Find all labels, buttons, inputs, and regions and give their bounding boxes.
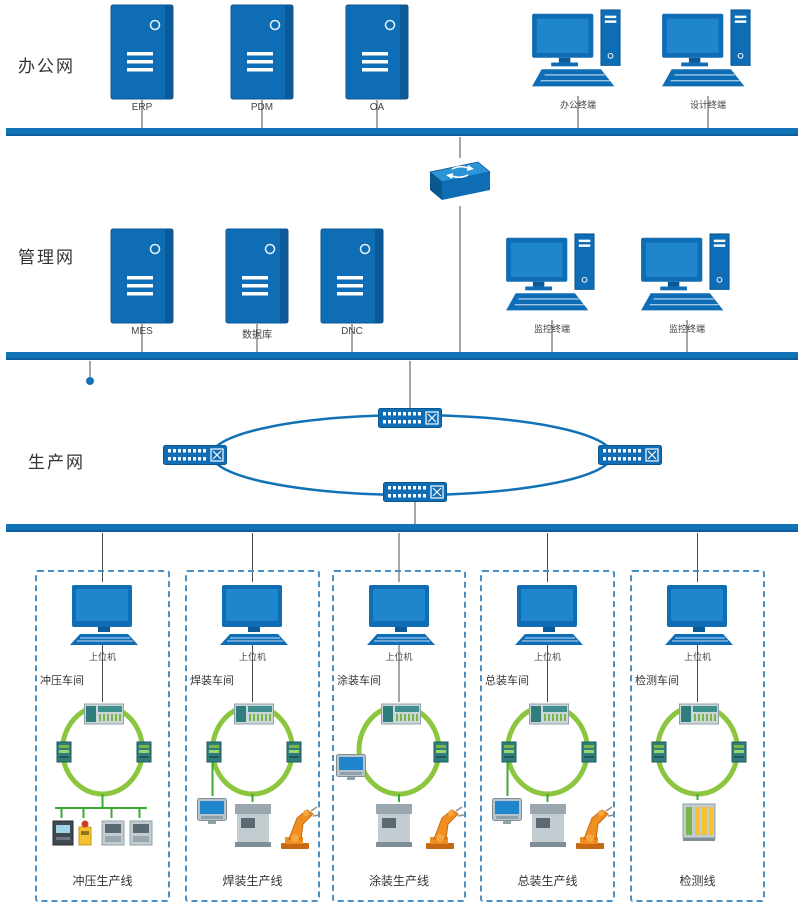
plc-icon: [679, 702, 719, 726]
assembly-machine-icon: [528, 802, 568, 848]
inspection-device-icon: [681, 802, 717, 842]
production-network-bus: [6, 524, 798, 532]
host-computer-icon: [513, 584, 585, 646]
server-dnc: DNC: [320, 228, 384, 337]
host-computer-icon: [218, 584, 290, 646]
profinet-node-icon: [206, 741, 222, 763]
workshop-name: 焊装车间: [190, 675, 234, 687]
desktop-computer-icon: [504, 232, 600, 320]
ring-switch-right-icon: [598, 445, 662, 465]
profinet-node-icon: [581, 741, 597, 763]
plc-icon: [234, 702, 274, 726]
core-switch-icon: [428, 156, 492, 206]
host-computer-label: 上位机: [238, 652, 266, 662]
workshop-box-inspection: 上位机 检测车间 检测线: [630, 570, 765, 902]
terminal-label: 监控终端: [668, 324, 705, 334]
robot-arm-icon: [273, 800, 319, 850]
workshop-box-welding: 上位机 焊装车间 焊装生产线: [185, 570, 320, 902]
section-label-management: 管理网: [18, 248, 75, 267]
press-cabinet-icon: [129, 820, 153, 846]
host-computer-label: 上位机: [683, 652, 711, 662]
terminal-label: 监控终端: [533, 324, 570, 334]
robot-arm-icon: [568, 800, 614, 850]
workshop-name: 检测车间: [635, 675, 679, 687]
production-line-label: 焊装生产线: [222, 874, 283, 888]
profinet-node-icon: [136, 741, 152, 763]
workshop-box-stamping: 上位机 冲压车间 冲压生产线: [35, 570, 170, 902]
server-label: PDM: [250, 102, 274, 113]
hmi-panel-icon: [336, 754, 366, 780]
server-mes: MES: [110, 228, 174, 337]
production-line-label: 总装生产线: [517, 874, 578, 888]
monitoring-terminal-1: 监控终端: [504, 232, 600, 335]
server-label: MES: [131, 326, 153, 337]
profinet-node-icon: [56, 741, 72, 763]
plc-icon: [84, 702, 124, 726]
server-tower-icon: [110, 4, 174, 100]
management-network-bus: [6, 352, 798, 360]
desktop-computer-icon: [639, 232, 735, 320]
server-label: OA: [369, 102, 385, 113]
hmi-panel-icon: [492, 798, 522, 824]
robot-arm-icon: [418, 800, 464, 850]
server-tower-icon: [230, 4, 294, 100]
profinet-node-icon: [501, 741, 517, 763]
production-line-label: 检测线: [679, 874, 716, 888]
monitoring-terminal-2: 监控终端: [639, 232, 735, 335]
ring-switch-top-icon: [378, 408, 442, 428]
press-cabinet-icon: [101, 820, 125, 846]
desktop-computer-icon: [660, 8, 756, 96]
server-tower-icon: [110, 228, 174, 324]
ring-switch-bottom-icon: [383, 482, 447, 502]
production-line-label: 涂装生产线: [368, 874, 429, 888]
plc-icon: [529, 702, 569, 726]
desktop-computer-icon: [530, 8, 626, 96]
section-label-office: 办公网: [18, 57, 75, 76]
server-label: DNC: [341, 326, 363, 337]
workshop-box-assembly: 上位机 总装车间 总装生产线: [480, 570, 615, 902]
server-label: ERP: [131, 102, 153, 113]
server-oa: OA: [345, 4, 409, 113]
section-label-production: 生产网: [28, 453, 85, 472]
design-terminal: 设计终端: [660, 8, 756, 111]
host-computer-icon: [365, 584, 437, 646]
server-database: 数据库: [225, 228, 289, 341]
plc-icon: [381, 702, 421, 726]
workshop-name: 总装车间: [485, 675, 529, 687]
server-erp: ERP: [110, 4, 174, 113]
profinet-node-icon: [651, 741, 667, 763]
host-computer-label: 上位机: [533, 652, 561, 662]
welding-machine-icon: [233, 802, 273, 848]
office-network-bus: [6, 128, 798, 136]
host-computer-icon: [68, 584, 140, 646]
office-terminal: 办公终端: [530, 8, 626, 111]
server-tower-icon: [225, 228, 289, 324]
profinet-node-icon: [286, 741, 302, 763]
ring-switch-left-icon: [163, 445, 227, 465]
control-box-icon: [52, 820, 74, 846]
workshop-box-painting: 上位机 涂装车间 涂装生产线: [332, 570, 466, 902]
server-label: 数据库: [242, 330, 272, 341]
workshop-name: 涂装车间: [337, 675, 381, 687]
server-tower-icon: [345, 4, 409, 100]
hmi-panel-icon: [197, 798, 227, 824]
terminal-label: 办公终端: [559, 100, 596, 110]
workshop-name: 冲压车间: [40, 675, 84, 687]
server-tower-icon: [320, 228, 384, 324]
estop-device-icon: [77, 820, 93, 846]
server-pdm: PDM: [230, 4, 294, 113]
host-computer-icon: [663, 584, 735, 646]
terminal-label: 设计终端: [689, 100, 726, 110]
profinet-node-icon: [433, 741, 449, 763]
host-computer-label: 上位机: [88, 652, 116, 662]
production-line-label: 冲压生产线: [72, 874, 133, 888]
painting-machine-icon: [374, 802, 414, 848]
host-computer-label: 上位机: [385, 652, 413, 662]
profinet-node-icon: [731, 741, 747, 763]
